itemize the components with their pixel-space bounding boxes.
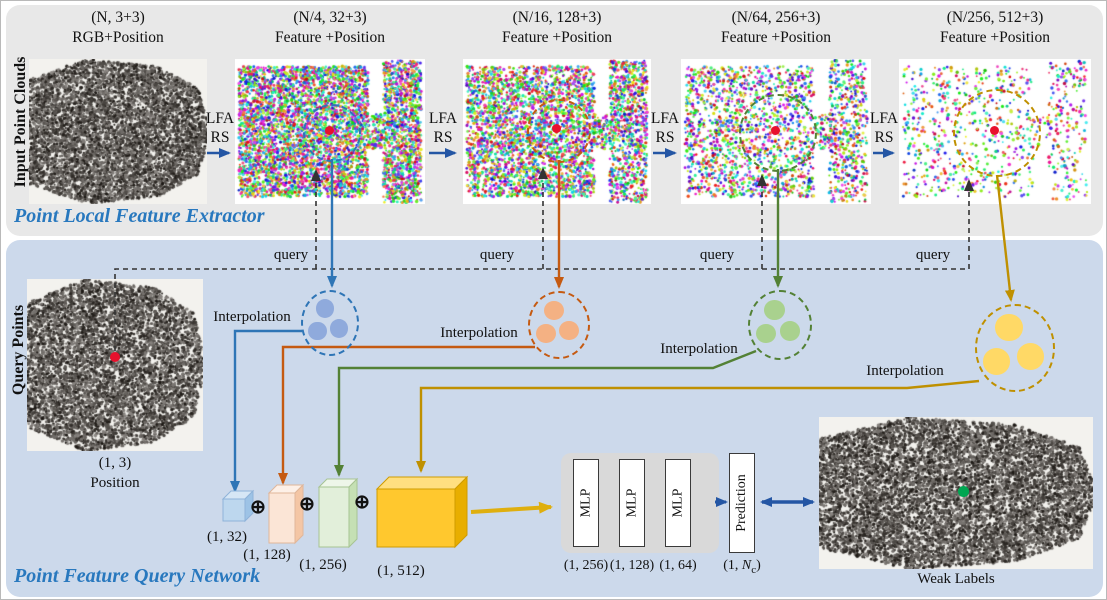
center-point-marker-stage3 bbox=[552, 124, 561, 133]
concat-symbol-2: ⊕ bbox=[299, 494, 315, 515]
interpolation-label-2: Interpolation bbox=[440, 325, 518, 341]
interpolation-label-1: Interpolation bbox=[213, 309, 291, 325]
interp-point bbox=[535, 323, 556, 343]
interp-point bbox=[308, 321, 327, 341]
interp-point bbox=[1016, 342, 1044, 370]
query-label-1: query bbox=[273, 247, 309, 263]
query-point-cloud-image bbox=[27, 279, 203, 451]
top-panel-title: Point Local Feature Extractor bbox=[14, 205, 265, 227]
weak-labels-caption: Weak Labels bbox=[917, 571, 995, 587]
query-dims: (1, 3) bbox=[98, 455, 132, 471]
prediction-block: Prediction bbox=[729, 453, 755, 553]
interpolation-group-green bbox=[748, 290, 812, 360]
stage3-dims: (N/16, 128+3) bbox=[512, 9, 602, 26]
stage1-desc: RGB+Position bbox=[72, 29, 164, 46]
stage2-header: (N/4, 32+3) Feature +Position bbox=[250, 8, 410, 48]
stage1-dims: (N, 3+3) bbox=[91, 9, 145, 26]
interp-point bbox=[983, 348, 1011, 375]
interpolation-group-blue bbox=[301, 290, 359, 356]
interp-point bbox=[559, 321, 579, 341]
query-label-3: query bbox=[699, 247, 735, 263]
bottom-panel-title: Point Feature Query Network bbox=[14, 565, 261, 587]
concat-symbol-3: ⊕ bbox=[354, 492, 370, 513]
feature-dims-32: (1, 32) bbox=[207, 529, 247, 545]
lfa-rs-label-2: LFA RS bbox=[428, 110, 458, 146]
input-point-clouds-side-label: Input Point Clouds bbox=[12, 56, 29, 188]
feature-dims-128: (1, 128) bbox=[243, 547, 291, 563]
concat-symbol-1: ⊕ bbox=[250, 497, 266, 518]
center-point-marker-stage4 bbox=[771, 126, 780, 135]
stage5-desc: Feature +Position bbox=[940, 29, 1050, 46]
stage5-dims: (N/256, 512+3) bbox=[946, 9, 1044, 26]
stage3-desc: Feature +Position bbox=[502, 29, 612, 46]
center-point-marker-stage2 bbox=[325, 126, 334, 135]
interp-point bbox=[330, 319, 349, 338]
stage4-dims: (N/64, 256+3) bbox=[731, 9, 821, 26]
mlp-dims-1: (1, 256) bbox=[563, 558, 609, 573]
stage4-header: (N/64, 256+3) Feature +Position bbox=[696, 8, 856, 48]
prediction-dims: (1, Nc) bbox=[723, 558, 761, 576]
query-desc: Position bbox=[90, 475, 140, 491]
interp-point bbox=[764, 299, 785, 320]
mlp-block-1: MLP bbox=[573, 459, 599, 547]
interpolation-label-4: Interpolation bbox=[866, 363, 944, 379]
stage1-header: (N, 3+3) RGB+Position bbox=[38, 8, 198, 48]
interp-point bbox=[543, 300, 564, 320]
query-points-side-label: Query Points bbox=[10, 304, 27, 396]
interp-point bbox=[780, 321, 801, 341]
interp-point bbox=[995, 314, 1023, 342]
stage3-header: (N/16, 128+3) Feature +Position bbox=[477, 8, 637, 48]
lfa-rs-label-1: LFA RS bbox=[205, 110, 235, 146]
weak-label-point-marker bbox=[958, 486, 969, 497]
lfa-rs-label-4: LFA RS bbox=[869, 110, 899, 146]
mlp-block-3: MLP bbox=[665, 459, 691, 547]
feature-dims-512: (1, 512) bbox=[377, 563, 425, 579]
query-label-4: query bbox=[915, 247, 951, 263]
stage2-desc: Feature +Position bbox=[275, 29, 385, 46]
input-point-cloud-image bbox=[29, 59, 207, 204]
mlp-dims-2: (1, 128) bbox=[609, 558, 655, 573]
mlp-dims-3: (1, 64) bbox=[659, 558, 697, 573]
interpolation-group-yellow bbox=[975, 304, 1055, 392]
weak-labels-cloud-image bbox=[819, 417, 1093, 569]
interpolation-label-3: Interpolation bbox=[660, 341, 738, 357]
center-point-marker-stage5 bbox=[990, 126, 999, 135]
feature-dims-256: (1, 256) bbox=[299, 557, 347, 573]
stage5-header: (N/256, 512+3) Feature +Position bbox=[915, 8, 1075, 48]
query-point-marker bbox=[110, 352, 120, 362]
interp-point bbox=[756, 323, 777, 344]
mlp-block-2: MLP bbox=[619, 459, 645, 547]
interpolation-group-orange bbox=[528, 291, 590, 359]
stage4-desc: Feature +Position bbox=[721, 29, 831, 46]
stage2-dims: (N/4, 32+3) bbox=[293, 9, 367, 26]
interp-point bbox=[315, 299, 335, 319]
query-label-2: query bbox=[479, 247, 515, 263]
lfa-rs-label-3: LFA RS bbox=[650, 110, 680, 146]
